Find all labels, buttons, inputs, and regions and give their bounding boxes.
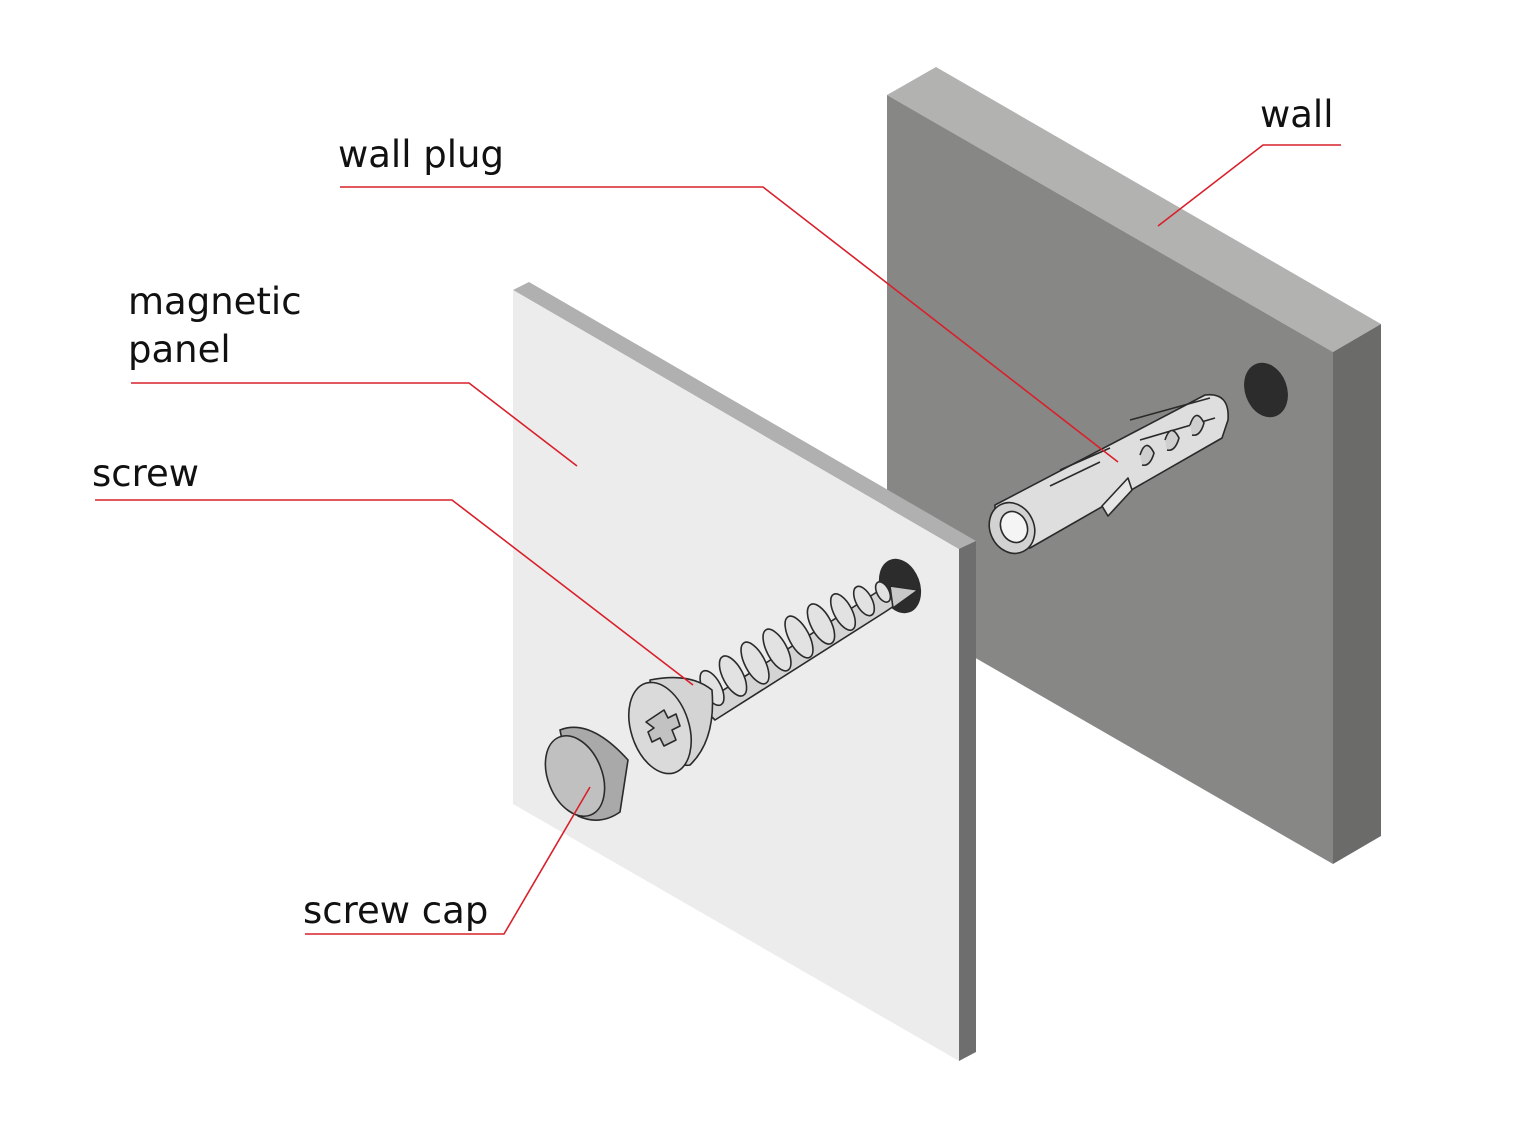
label-screw: screw (92, 450, 199, 498)
label-wall-plug: wall plug (338, 131, 504, 179)
label-magnetic-panel-line2: panel (128, 326, 231, 374)
label-screw-cap: screw cap (303, 887, 488, 935)
label-wall: wall (1260, 91, 1334, 139)
wall-side-face (1333, 324, 1381, 864)
label-magnetic-panel-line1: magnetic (128, 278, 302, 326)
panel-side-face (959, 541, 976, 1061)
